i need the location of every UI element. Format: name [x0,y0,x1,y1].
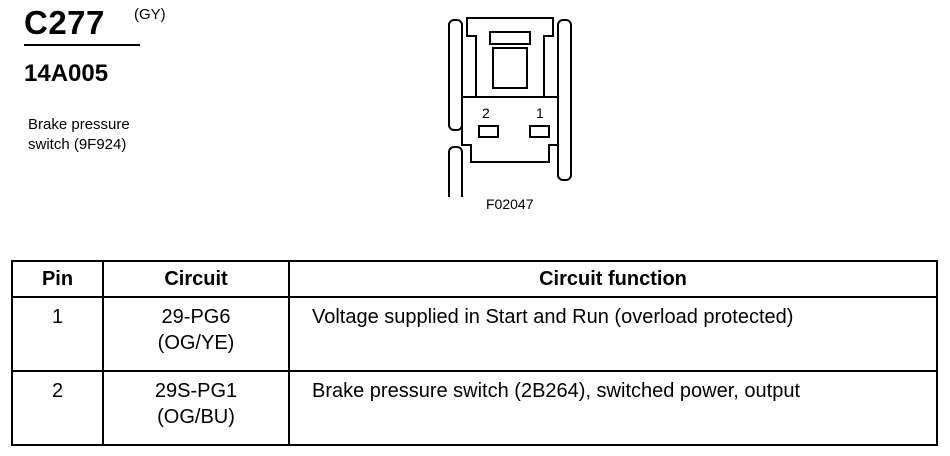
left-lower-latch [448,146,463,197]
pin-label-2: 2 [482,105,490,121]
connector-id: C277 [24,4,105,41]
lock-frame [466,17,554,98]
description-line-1: Brake pressure [28,116,130,133]
pin-cavity-1 [529,125,550,138]
header-circuit: Circuit [102,260,290,298]
circuit-cell: 29-PG6 (OG/YE) [102,296,290,372]
connector-face-drawing: 2 1 [448,17,572,197]
circuit-number: 29-PG6 [161,306,231,328]
pin-cell: 2 [11,370,104,446]
circuit-cell: 29S-PG1 (OG/BU) [102,370,290,446]
pin-cavity-2 [478,125,499,138]
left-upper-latch [448,19,463,131]
wire-color: (OG/BU) [157,406,235,428]
connector-id-underline [24,44,140,46]
circuit-function-cell: Brake pressure switch (2B264), switched … [288,370,938,446]
description-line-2: switch (9F924) [28,136,127,153]
table-header-row: Pin Circuit Circuit function [11,260,938,298]
circuit-number: 29S-PG1 [154,380,238,402]
circuit-function-cell: Voltage supplied in Start and Run (overl… [288,296,938,372]
pin-cell: 1 [11,296,104,372]
wire-color: (OG/YE) [157,332,235,354]
part-number: 14A005 [24,60,109,87]
component-description: Brake pressure switch (9F924) [28,115,198,155]
table-row: 1 29-PG6 (OG/YE) Voltage supplied in Sta… [11,296,938,372]
figure-id: F02047 [486,196,534,212]
header-circuit-function: Circuit function [288,260,938,298]
pin-label-1: 1 [536,105,544,121]
right-upper-latch [557,19,572,181]
header-pin: Pin [11,260,104,298]
table-row: 2 29S-PG1 (OG/BU) Brake pressure switch … [11,370,938,446]
pin-table: Pin Circuit Circuit function 1 29-PG6 (O… [11,260,938,446]
lock-tab [489,31,531,45]
connector-body [461,96,559,163]
lock-window [492,47,528,89]
connector-color-code: (GY) [134,6,166,23]
